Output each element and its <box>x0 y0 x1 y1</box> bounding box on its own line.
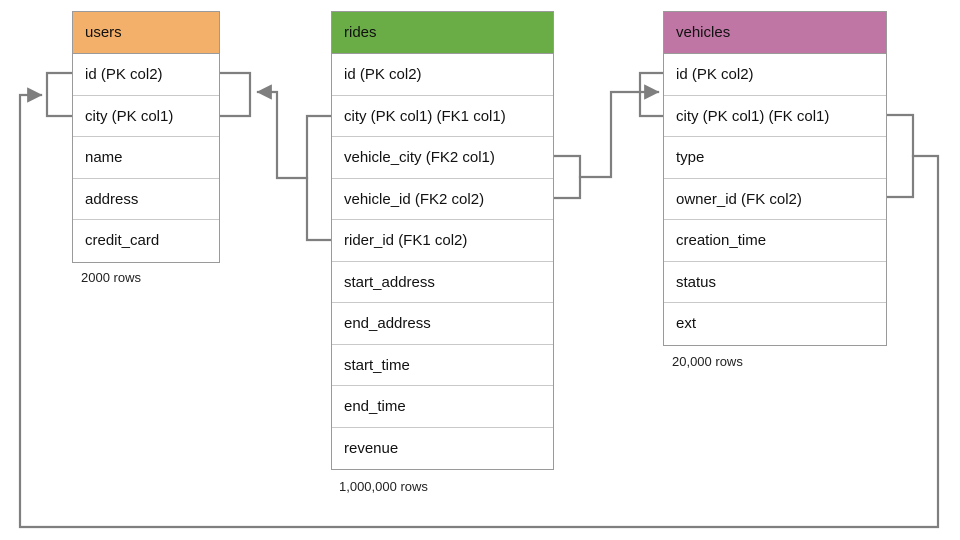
table-users-field-name[interactable]: name <box>73 137 219 179</box>
table-vehicles-field-city[interactable]: city (PK col1) (FK col1) <box>664 95 886 137</box>
table-vehicles-field-type[interactable]: type <box>664 137 886 179</box>
connector-users-right-bracket <box>218 71 252 118</box>
table-users-field-id[interactable]: id (PK col2) <box>73 54 219 96</box>
table-users-field-address[interactable]: address <box>73 178 219 220</box>
table-vehicles-field-status[interactable]: status <box>664 261 886 303</box>
connector-rides-to-vehicles-stem <box>578 84 660 179</box>
connector-vehicles-left-bracket <box>638 71 665 118</box>
table-vehicles-row-count: 20,000 rows <box>672 354 743 369</box>
table-users-field-city[interactable]: city (PK col1) <box>73 95 219 137</box>
table-users-title: users <box>73 12 219 54</box>
table-users-field-credit-card[interactable]: credit_card <box>73 220 219 262</box>
table-vehicles-field-owner-id[interactable]: owner_id (FK col2) <box>664 178 886 220</box>
table-rides-row-count: 1,000,000 rows <box>339 479 428 494</box>
table-rides-field-vehicle-city[interactable]: vehicle_city (FK2 col1) <box>332 137 553 179</box>
table-vehicles-field-ext[interactable]: ext <box>664 303 886 345</box>
table-rides-field-end-time[interactable]: end_time <box>332 386 553 428</box>
table-rides[interactable]: rides id (PK col2) city (PK col1) (FK1 c… <box>331 11 554 470</box>
table-vehicles[interactable]: vehicles id (PK col2) city (PK col1) (FK… <box>663 11 887 346</box>
table-vehicles-field-id[interactable]: id (PK col2) <box>664 54 886 96</box>
connector-rides-to-users-stem <box>256 84 309 180</box>
connector-rides-to-users <box>305 114 333 242</box>
connector-rides-vehicle-bracket <box>552 154 582 200</box>
table-rides-field-id[interactable]: id (PK col2) <box>332 54 553 96</box>
table-rides-field-start-address[interactable]: start_address <box>332 261 553 303</box>
table-rides-field-vehicle-id[interactable]: vehicle_id (FK2 col2) <box>332 178 553 220</box>
table-vehicles-field-creation-time[interactable]: creation_time <box>664 220 886 262</box>
connector-vehicles-right-bracket <box>885 113 915 199</box>
table-rides-field-city[interactable]: city (PK col1) (FK1 col1) <box>332 95 553 137</box>
table-rides-title: rides <box>332 12 553 54</box>
table-users[interactable]: users id (PK col2) city (PK col1) name a… <box>72 11 220 263</box>
table-rides-field-rider-id[interactable]: rider_id (FK1 col2) <box>332 220 553 262</box>
table-vehicles-title: vehicles <box>664 12 886 54</box>
table-users-row-count: 2000 rows <box>81 270 141 285</box>
connector-users-left-bracket <box>45 71 74 118</box>
table-rides-field-end-address[interactable]: end_address <box>332 303 553 345</box>
table-rides-field-revenue[interactable]: revenue <box>332 427 553 469</box>
table-rides-field-start-time[interactable]: start_time <box>332 344 553 386</box>
